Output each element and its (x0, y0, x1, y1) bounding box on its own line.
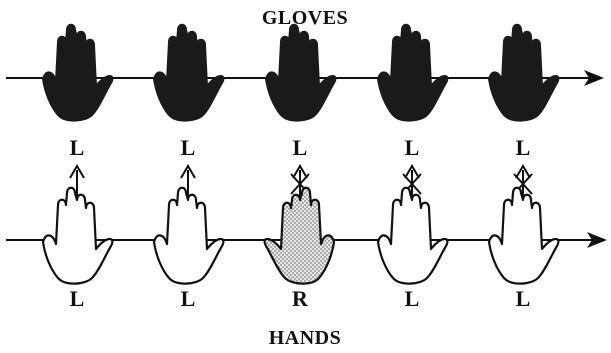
glove-icon-3 (266, 25, 335, 121)
gloves-title: GLOVES (262, 7, 348, 29)
glove-label-3: L (293, 135, 308, 160)
hand-icon-4 (378, 188, 447, 284)
hand-icon-3 (265, 188, 334, 284)
links-row (70, 166, 532, 196)
hand-label-1: L (70, 286, 85, 311)
hand-label-2: L (181, 286, 196, 311)
hand-label-5: L (516, 286, 531, 311)
glove-icon-2 (154, 25, 223, 121)
glove-icon-1 (43, 25, 112, 121)
glove-label-4: L (405, 135, 420, 160)
hands-title: HANDS (269, 327, 342, 349)
glove-label-5: L (516, 135, 531, 160)
glove-icon-4 (378, 25, 447, 121)
glove-icon-5 (489, 25, 558, 121)
glove-label-1: L (70, 135, 85, 160)
hand-icon-5 (489, 188, 558, 284)
hand-label-3: R (292, 286, 309, 311)
glove-label-2: L (181, 135, 196, 160)
hand-label-4: L (405, 286, 420, 311)
hand-icon-2 (154, 188, 223, 284)
hand-icon-1 (43, 188, 112, 284)
